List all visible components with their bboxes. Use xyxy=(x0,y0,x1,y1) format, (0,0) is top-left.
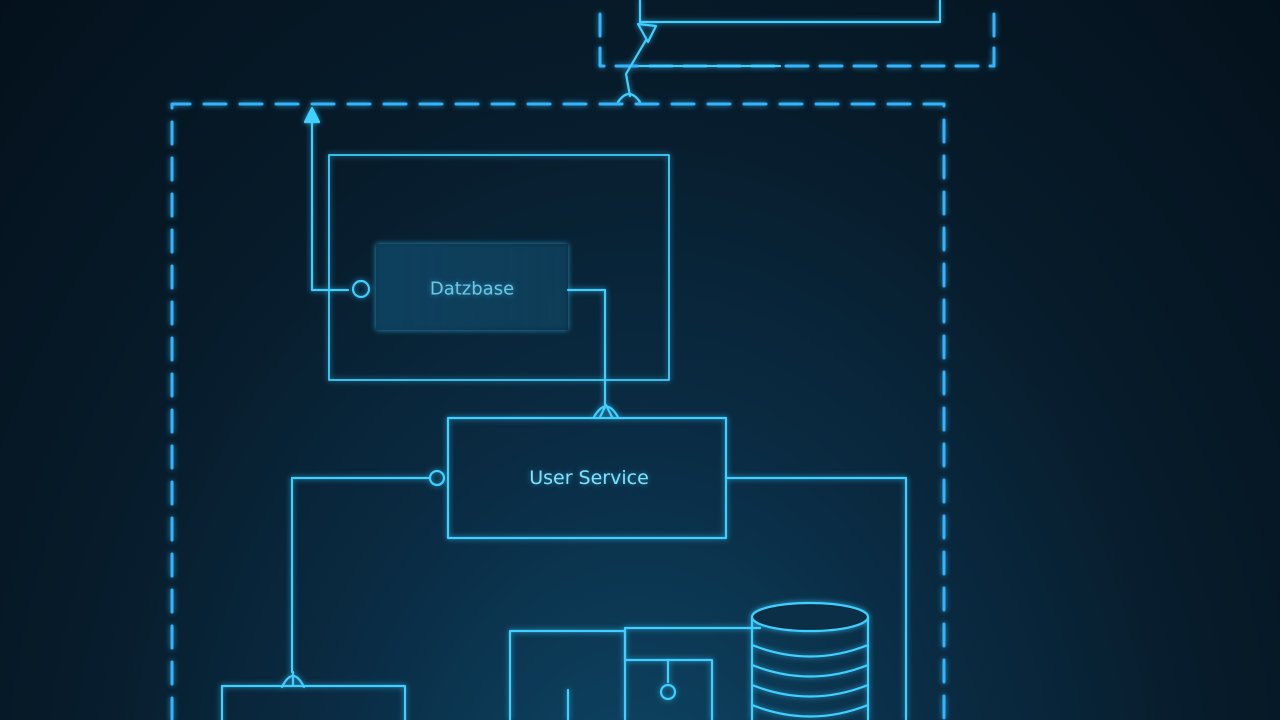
top-box xyxy=(638,0,942,24)
main-dashed-boundary xyxy=(170,102,946,720)
bottom-left-port-icon xyxy=(280,670,306,689)
database-cylinder-icon xyxy=(750,601,870,720)
database-to-service-line xyxy=(566,288,607,407)
top-dashed-boundary xyxy=(598,12,996,68)
user-service-label: User Service xyxy=(529,467,649,489)
bottom-middle-box xyxy=(508,629,627,720)
arrow-up-icon xyxy=(303,106,321,124)
database-in-port-icon xyxy=(351,279,371,299)
bottom-left-box xyxy=(220,684,407,720)
bottom-middle-port-icon xyxy=(659,683,677,701)
service-top-port-icon xyxy=(592,403,620,419)
top-connector-port-icon xyxy=(616,92,642,104)
database-container-box xyxy=(328,154,670,381)
service-left-line xyxy=(290,476,432,674)
top-port-icon xyxy=(636,22,658,44)
database-label-box xyxy=(376,244,568,330)
database-label: Datzbase xyxy=(429,278,515,300)
service-left-port-icon xyxy=(428,469,446,487)
service-right-line xyxy=(724,476,908,720)
top-connector-line xyxy=(624,38,648,98)
bottom-middle-inner xyxy=(566,626,762,720)
